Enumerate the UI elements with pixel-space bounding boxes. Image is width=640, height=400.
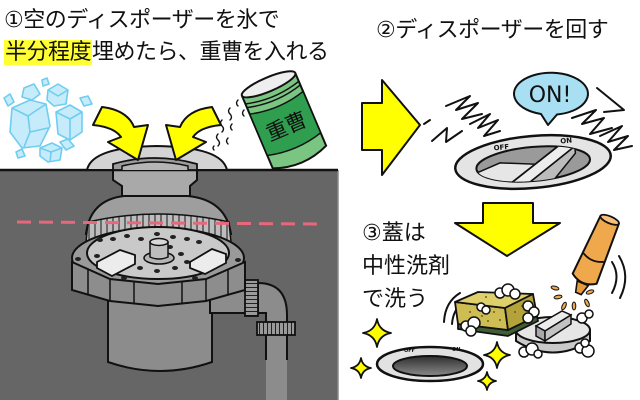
switch-on-label: ON [560,137,573,146]
pipe-coupling-ribbed [256,321,296,336]
speech-bubble-text: ON! [529,83,572,108]
foam-bubble [494,283,521,300]
sparkle-icon [350,357,372,379]
next-step-arrow-right [361,79,421,176]
ring-on-label: ON [452,347,460,353]
flange-ribs [87,269,229,304]
yellow-arrow-right [165,106,222,161]
disposer-flange-face [71,260,246,308]
drain-ring-hole [392,355,468,377]
switch-off-label: OFF [493,143,509,152]
step1-title-line2: 半分程度埋めたら、重曹を入れる [4,40,329,66]
washed-lid-bar-side [544,313,572,343]
baking-soda-powder [213,92,262,150]
step1-title-rest: 埋めたら、重曹を入れる [92,40,329,65]
powder-squiggles [212,99,245,151]
ice-cubes [3,77,93,163]
sparkle-icon [362,318,392,348]
soap-foam [460,283,595,359]
ice-cube-icon [3,93,15,107]
step3-title-line1: ③蓋は [362,221,426,246]
foam-bubble [576,309,594,324]
detergent-droplets [550,285,595,311]
ice-cube-icon [15,148,26,159]
sparkle-icon [477,371,497,391]
ice-cube-icon [55,104,83,141]
foam-bubble [574,338,595,358]
step3-title-line2: 中性洗剤 [362,254,451,279]
foam-bubble [518,342,543,359]
clean-drain-ring: OFF ON [375,345,485,383]
ring-off-label: OFF [404,348,415,354]
sparkle-icon [483,341,511,369]
center-post [149,241,169,260]
fill-level-dashed-line [16,220,319,226]
step1-illustration: 重曹 [0,70,339,400]
impeller-blade-right [189,248,227,275]
baking-soda-pouring [212,92,262,151]
ice-cube-icon [9,99,51,149]
ice-cube-icon [79,95,93,107]
bottle-nozzle [574,279,590,296]
speech-bubble-shape [513,71,589,126]
drain-pipe-elbow [257,281,288,324]
baking-soda-can: 重曹 [240,70,328,170]
disposer-switch-lid: OFF ON [454,133,612,191]
step1-title-line1: ①空のディスポーザーを氷で [4,8,280,33]
detergent-bottle [571,213,620,296]
ice-cube-icon [59,138,75,151]
impeller-blade-left [96,249,136,278]
bottle-body [571,214,620,286]
step3-illustration: OFF ON [350,213,627,391]
bottle-band-line [582,252,604,263]
ice-cube-icon [21,83,41,101]
sparkle-icons [350,318,511,391]
disposer-lower-body [107,295,213,372]
step2-illustration: ON! OFF ON [361,71,633,257]
pipe-connector-ribbed [244,279,259,317]
step1-highlight-text: 半分程度 [4,40,93,65]
bottle-bottom-end [599,213,620,226]
speech-bubble: ON! [513,71,589,126]
ice-cube-icon [41,77,50,87]
vibration-lines-left [423,95,501,143]
sink-drain-inner-rim [121,161,189,170]
yellow-arrow-left [92,106,149,161]
disposer-unit [71,167,296,372]
can-label [248,90,322,157]
foam-bubble [460,316,481,337]
step3-title-line3: で洗う [362,287,429,312]
can-stripe [246,84,301,109]
step2-title: ②ディスポーザーを回す [376,18,609,43]
foam-bubble [522,300,540,324]
foam-bubble [476,302,491,315]
drain-water-stream [266,335,287,400]
can-stripe [245,80,300,105]
center-post-top [149,237,169,247]
vibration-lines-right [571,87,633,151]
next-step-arrow-down [454,202,561,257]
can-opening [240,70,297,99]
